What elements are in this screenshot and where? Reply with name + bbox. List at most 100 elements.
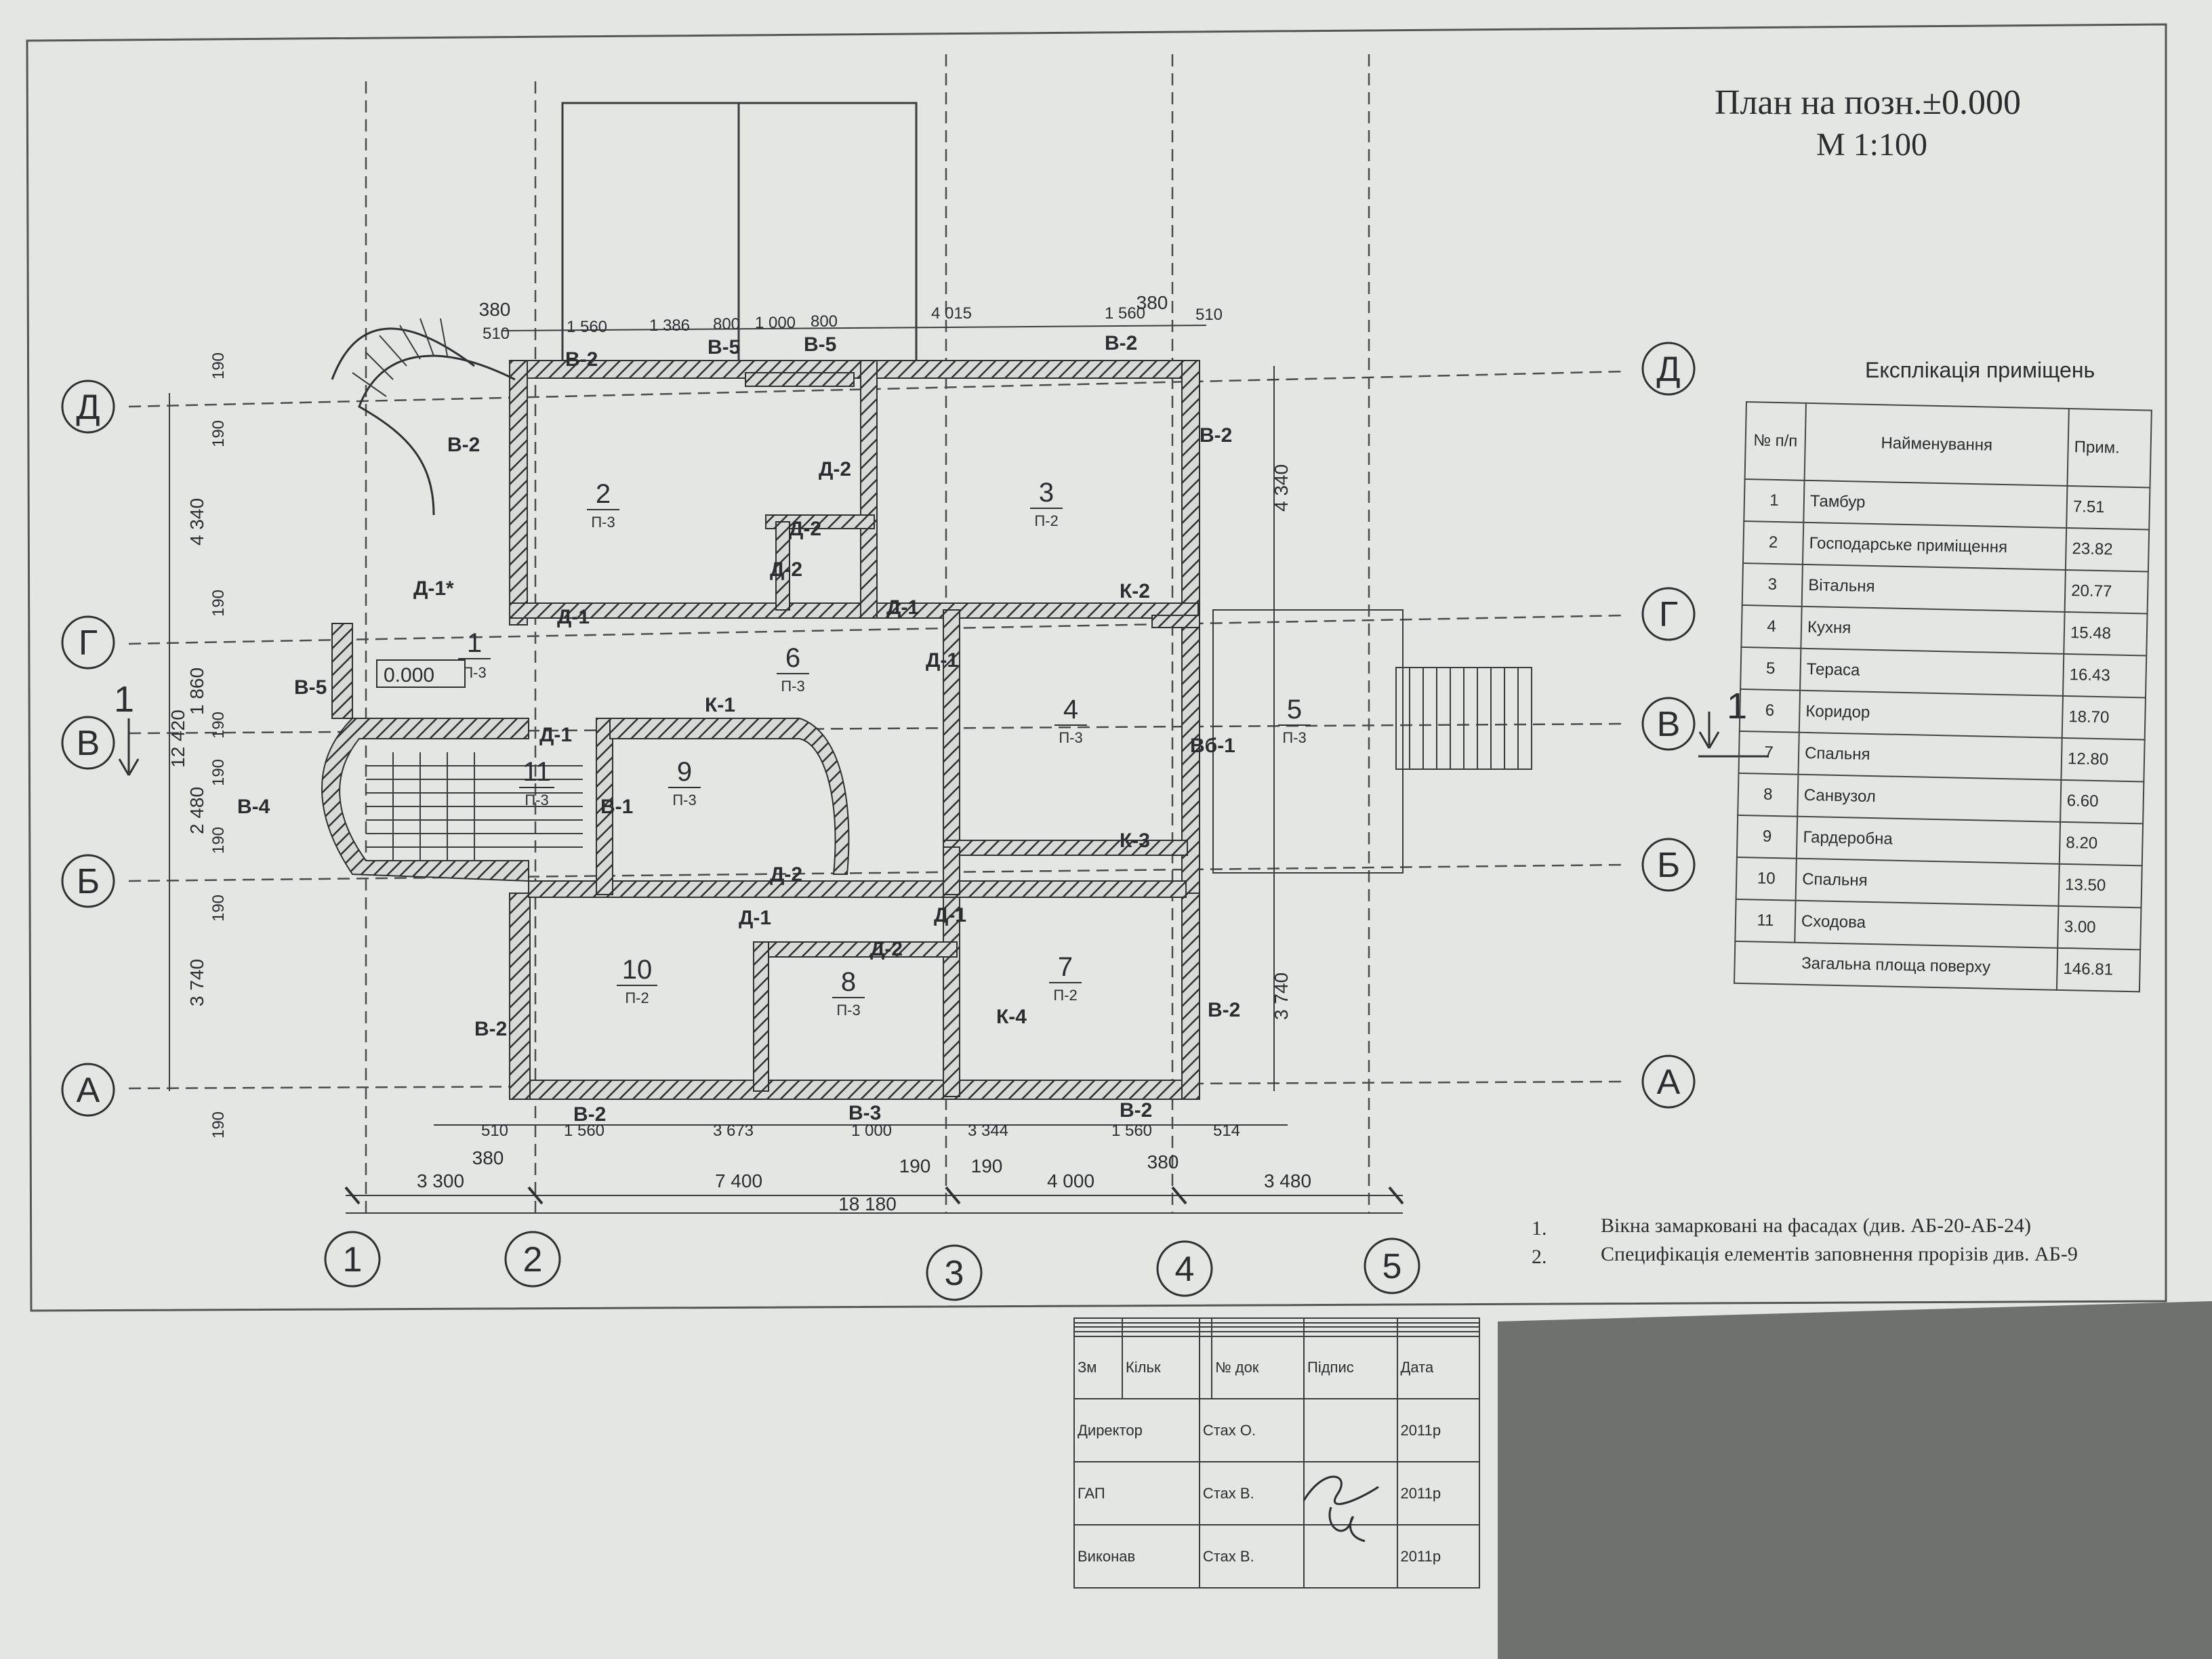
mark-k1: К-1 xyxy=(705,694,735,716)
tb-name-3: Стах В. xyxy=(1198,1524,1305,1589)
axis-col-1: 1 xyxy=(343,1240,363,1279)
mark-d1-c: Д-1 xyxy=(886,596,919,619)
cell-area: 20.77 xyxy=(2064,569,2148,614)
plan-scale: М 1:100 xyxy=(1816,127,1928,163)
dim-left-1: 4 340 xyxy=(186,498,207,546)
dim-bottom-4: 3 480 xyxy=(1264,1170,1311,1191)
svg-text:2: 2 xyxy=(596,479,611,509)
svg-text:П-3: П-3 xyxy=(591,514,615,531)
dim-left-small-7: 190 xyxy=(209,895,228,922)
mark-b1: В-1 xyxy=(600,796,633,818)
sheet-border xyxy=(26,23,2167,1312)
room-9-label: 9 П-3 xyxy=(668,757,701,808)
room-4-label: 4 П-3 xyxy=(1054,695,1087,746)
dim-left-small-4: 190 xyxy=(209,712,228,739)
room-2-label: 2 П-3 xyxy=(587,479,619,531)
svg-text:П-3: П-3 xyxy=(836,1002,860,1019)
mark-b4: В-4 xyxy=(237,796,270,818)
cell-name: Вітальня xyxy=(1801,564,2066,612)
mark-b3: В-3 xyxy=(848,1102,881,1124)
cell-name: Гардеробна xyxy=(1796,816,2061,864)
mark-d1star: Д-1* xyxy=(413,577,454,600)
dim-left-small-8: 190 xyxy=(209,1111,228,1139)
room-10-label: 10 П-2 xyxy=(617,955,657,1006)
axis-row-v-left: В xyxy=(77,724,100,763)
cell-num: 3 xyxy=(1742,562,1803,607)
svg-text:П-3: П-3 xyxy=(1059,729,1082,746)
axis-row-b-right: Б xyxy=(1657,846,1680,885)
note-1-num: 1. xyxy=(1532,1217,1547,1240)
dim-wall-4: 380 xyxy=(1147,1151,1179,1172)
svg-text:3: 3 xyxy=(1039,478,1054,508)
svg-text:6: 6 xyxy=(785,643,800,673)
dim-inner-4: 1 000 xyxy=(851,1122,892,1140)
axis-row-g-right: Г xyxy=(1659,595,1678,634)
cell-area: 13.50 xyxy=(2058,863,2142,908)
cell-name: Господарське приміщення xyxy=(1802,522,2067,570)
cell-num: 9 xyxy=(1736,815,1798,859)
cell-num: 8 xyxy=(1738,773,1799,817)
mark-d1-d: Д-1 xyxy=(926,649,958,672)
axis-col-2: 2 xyxy=(523,1240,543,1279)
tb-role-1: Директор xyxy=(1073,1398,1200,1463)
axis-markers xyxy=(61,342,1696,1301)
svg-text:П-2: П-2 xyxy=(1034,512,1058,529)
dim-top-5: 1 000 xyxy=(755,314,796,332)
dim-top-7: 4 015 xyxy=(931,304,972,323)
mark-b5-left: В-5 xyxy=(294,676,327,699)
cell-num: 5 xyxy=(1740,647,1801,691)
dim-wall-1: 380 xyxy=(472,1147,504,1168)
dim-bottom-total: 18 180 xyxy=(838,1193,897,1214)
svg-text:П-2: П-2 xyxy=(625,989,649,1006)
svg-text:П-3: П-3 xyxy=(781,678,804,695)
tb-header-zm: Зм xyxy=(1073,1335,1123,1400)
cell-name: Тераса xyxy=(1800,648,2064,696)
axis-col-4: 4 xyxy=(1175,1250,1195,1289)
explication-title: Експлікація приміщень xyxy=(1865,358,2095,382)
axis-row-g-left: Г xyxy=(79,623,98,663)
mark-b2-bottom-right: В-2 xyxy=(1208,999,1240,1021)
dim-top-8: 1 560 xyxy=(1105,304,1145,323)
dim-left-small-2: 190 xyxy=(209,420,228,447)
svg-text:П-3: П-3 xyxy=(1282,729,1306,746)
svg-text:П-3: П-3 xyxy=(462,664,486,681)
svg-text:1: 1 xyxy=(467,628,482,658)
tb-date-3: 2011р xyxy=(1396,1524,1481,1589)
axis-col-3: 3 xyxy=(945,1254,964,1293)
dim-top-1: 510 xyxy=(483,325,510,343)
tb-name-2: Стах В. xyxy=(1198,1461,1305,1526)
tb-role-2: ГАП xyxy=(1073,1461,1200,1526)
dim-wall-2: 190 xyxy=(899,1155,931,1176)
mark-d1-b: Д-1 xyxy=(539,724,572,746)
dim-top-9: 510 xyxy=(1195,306,1223,324)
cell-area: 7.51 xyxy=(2066,485,2150,530)
mark-b2-bottom-left: В-2 xyxy=(474,1018,507,1040)
svg-text:8: 8 xyxy=(841,967,856,997)
mark-d1-a: Д-1 xyxy=(557,606,590,628)
dim-inner-7: 514 xyxy=(1213,1122,1240,1140)
dim-inner-1: 510 xyxy=(481,1122,508,1140)
plan-title: План на позн.±0.000 xyxy=(1715,83,2022,122)
dim-inner-6: 1 560 xyxy=(1111,1122,1152,1140)
room-5-label: 5 П-3 xyxy=(1278,695,1311,746)
cell-name: Тамбур xyxy=(1803,480,2068,528)
svg-text:7: 7 xyxy=(1058,952,1073,982)
explication-header-name: Найменування xyxy=(1804,403,2069,486)
svg-text:5: 5 xyxy=(1287,695,1302,724)
mark-d2-c: Д-2 xyxy=(770,558,802,581)
dim-left-total: 12 420 xyxy=(167,710,188,768)
svg-text:П-3: П-3 xyxy=(525,792,548,808)
cell-name: Санвузол xyxy=(1797,774,2062,822)
explication-header-note: Прим. xyxy=(2067,408,2152,488)
dim-top-wall-1: 380 xyxy=(479,299,511,320)
cell-num: 1 xyxy=(1744,478,1805,523)
axis-row-v-right: В xyxy=(1657,705,1681,744)
mark-d2-a: Д-2 xyxy=(819,458,851,480)
tb-date-1: 2011р xyxy=(1396,1398,1481,1463)
svg-text:П-2: П-2 xyxy=(1053,987,1077,1004)
total-label: Загальна площа поверху xyxy=(1734,941,2058,990)
tb-name-1: Стах О. xyxy=(1198,1398,1305,1463)
dim-right-2: 3 740 xyxy=(1271,972,1292,1020)
